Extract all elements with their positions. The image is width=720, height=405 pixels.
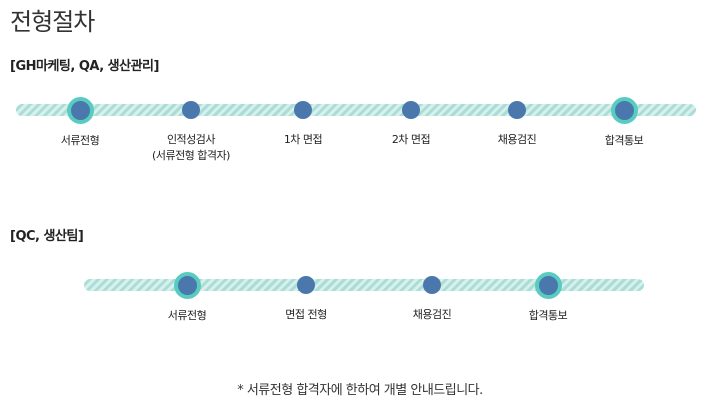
- step-label: 1차 면접: [283, 133, 323, 146]
- step-document-screening: 서류전형: [20, 97, 140, 149]
- step-aptitude-test: 인적성검사 (서류전형 합격자): [131, 101, 251, 164]
- footnote: * 서류전형 합격자에 한하여 개별 안내드립니다.: [237, 383, 483, 398]
- step-label: 면접 전형: [285, 308, 327, 321]
- step-final-notice: 합격통보: [488, 272, 608, 324]
- step-label: 2차 면접: [391, 133, 431, 146]
- process-track-2: [84, 279, 644, 291]
- step-second-interview: 2차 면접: [351, 101, 471, 148]
- step-marker-highlight: [66, 97, 94, 124]
- step-medical-check: 채용검진: [372, 276, 492, 323]
- step-marker-highlight: [610, 97, 638, 124]
- step-marker: [508, 101, 526, 119]
- step-sublabel: (서류전형 합격자): [152, 149, 230, 162]
- step-first-interview: 1차 면접: [243, 101, 363, 148]
- step-medical-check: 채용검진: [457, 101, 577, 148]
- step-marker-highlight: [534, 272, 562, 299]
- step-marker: [423, 276, 441, 294]
- step-marker: [294, 101, 312, 119]
- step-document-screening: 서류전형: [127, 272, 247, 324]
- group-label-qc-production: [QC, 생산팀]: [10, 229, 84, 244]
- step-label: 채용검진: [412, 308, 452, 321]
- step-marker: [297, 276, 315, 294]
- step-marker: [402, 101, 420, 119]
- step-final-notice: 합격통보: [564, 97, 684, 149]
- group-label-gh-qa: [GH마케팅, QA, 생산관리]: [10, 59, 159, 74]
- step-label: 서류전형: [60, 134, 100, 147]
- step-label: 인적성검사: [166, 133, 216, 146]
- step-label: 합격통보: [604, 134, 644, 147]
- step-marker: [182, 101, 200, 119]
- step-label: 채용검진: [497, 133, 537, 146]
- step-label: 서류전형: [167, 309, 207, 322]
- step-marker-highlight: [173, 272, 201, 299]
- step-label: 합격통보: [528, 309, 568, 322]
- page-title: 전형절차: [10, 8, 95, 36]
- step-interview: 면접 전형: [246, 276, 366, 323]
